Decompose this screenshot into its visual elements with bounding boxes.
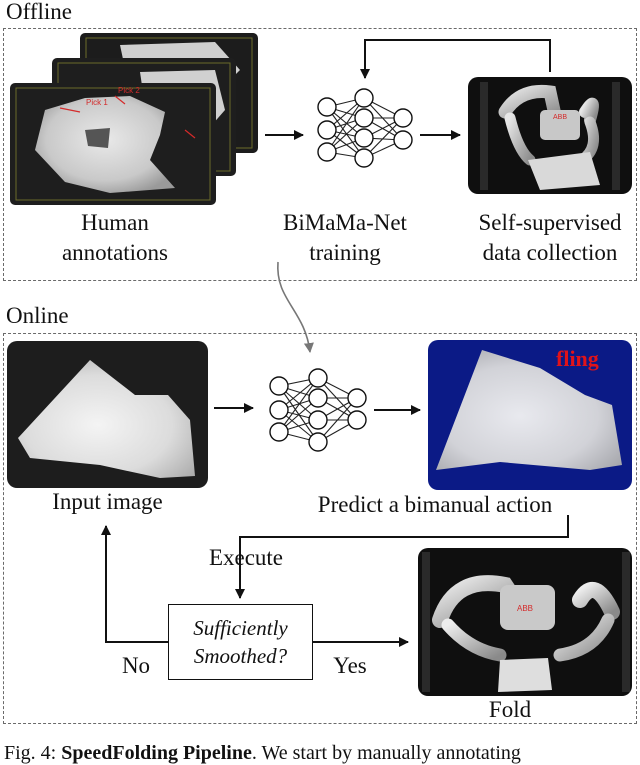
- caption-net-line1: BiMaMa-Net: [283, 210, 407, 235]
- fold-label: Fold: [488, 697, 532, 722]
- neural-network-icon: [317, 88, 413, 168]
- decision-line1: Sufficiently: [193, 616, 288, 640]
- prediction-image-photo: [428, 340, 632, 490]
- arrow-no-to-input: [101, 525, 168, 643]
- robot-photo-offline: [468, 77, 632, 194]
- caption-human-annotations: Human annotations: [30, 208, 200, 268]
- annotation-frame-front: [10, 83, 216, 205]
- robot-brand-fold: ABB: [517, 604, 534, 613]
- arrow-training-to-online-net: [277, 261, 314, 353]
- caption-predict-action: Predict a bimanual action: [317, 492, 553, 517]
- figure-caption: Fig. 4: SpeedFolding Pipeline. We start …: [4, 741, 521, 765]
- arrow-collection-feedback: [360, 39, 551, 79]
- fling-action-label: fling: [556, 346, 599, 371]
- neural-network-icon-online: [269, 368, 367, 452]
- caption-net-training: BiMaMa-Net training: [260, 208, 430, 268]
- offline-section-box: [3, 28, 637, 281]
- online-section-label: Online: [6, 303, 69, 328]
- yes-branch-label: Yes: [333, 653, 367, 678]
- annotation-pick-2-label: Pick 2: [118, 86, 140, 95]
- caption-data-line1: Self-supervised: [478, 210, 622, 235]
- arrow-predict-to-decision: [235, 515, 569, 599]
- offline-section-label: Offline: [6, 0, 73, 24]
- caption-data-collection: Self-supervised data collection: [462, 208, 638, 268]
- caption-net-line2: training: [309, 240, 381, 265]
- online-section-box: [3, 333, 637, 724]
- robot-brand-offline: ABB: [553, 114, 568, 121]
- no-branch-label: No: [121, 653, 151, 678]
- annotation-pick-1-label: Pick 1: [86, 98, 108, 107]
- decision-box: Sufficiently Smoothed?: [168, 604, 313, 680]
- caption-data-line2: data collection: [482, 240, 618, 265]
- figure-caption-title: SpeedFolding Pipeline: [61, 742, 252, 764]
- caption-human-line2: annotations: [61, 240, 169, 265]
- input-image-photo: [7, 341, 208, 488]
- robot-photo-fold: [418, 548, 632, 696]
- figure-caption-prefix: Fig. 4:: [4, 742, 62, 764]
- caption-human-line1: Human: [81, 210, 149, 235]
- decision-line2: Smoothed?: [193, 644, 288, 668]
- caption-input-image: Input image: [52, 489, 163, 514]
- execute-label: Execute: [208, 545, 284, 570]
- figure-caption-text: . We start by manually annotating: [251, 742, 521, 764]
